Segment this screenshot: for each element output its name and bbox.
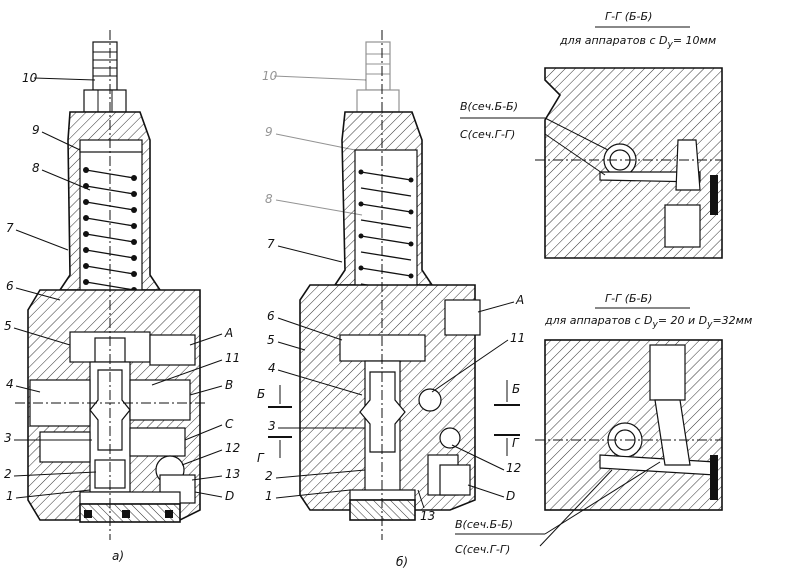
port-label-a-13: 13 xyxy=(225,467,240,481)
callout-b-1: 1 xyxy=(265,489,273,503)
callout-a-1: 1 xyxy=(6,489,14,503)
callout-b-10: 10 xyxy=(262,69,278,83)
view-b xyxy=(268,30,520,540)
port-label-b-12: 12 xyxy=(506,461,521,475)
port-label-a-A: A xyxy=(224,326,233,340)
view-a xyxy=(15,30,205,540)
callout-a-6: 6 xyxy=(6,279,14,293)
section-top-subtitle: для аппаратов с Dу= 10мм xyxy=(559,34,716,50)
section-label-g2: Г xyxy=(512,436,520,450)
port-label-a-12: 12 xyxy=(225,441,240,455)
section-label-g1: Г xyxy=(257,451,265,465)
caption-b: б) xyxy=(396,555,408,569)
section-top-fitting xyxy=(675,139,701,191)
callout-b-6: 6 xyxy=(267,309,275,323)
port-a xyxy=(149,334,196,366)
section-bottom-label-c: С(сеч.Г-Г) xyxy=(455,543,510,556)
view-b-faded-top xyxy=(356,41,400,113)
callout-b-8: 8 xyxy=(265,192,273,206)
adjusting-screw xyxy=(92,41,118,91)
port-label-b-13: 13 xyxy=(420,509,435,523)
section-label-b1: Б xyxy=(257,387,265,401)
port-label-a-B: B xyxy=(225,378,233,392)
port-label-b-11: 11 xyxy=(510,331,525,345)
callout-b-9: 9 xyxy=(265,125,273,139)
section-top-label-c: С(сеч.Г-Г) xyxy=(460,128,515,141)
section-top-title: Г-Г (Б-Б) xyxy=(605,10,652,23)
spring-plate xyxy=(79,139,143,153)
callout-a-10: 10 xyxy=(22,71,38,85)
port-a-b xyxy=(444,299,481,336)
section-top-plug xyxy=(664,204,701,248)
ball-12 xyxy=(439,427,461,449)
callout-a-3: 3 xyxy=(4,431,12,445)
callout-b-5: 5 xyxy=(267,333,275,347)
bottom-cover xyxy=(79,491,181,505)
section-top-channel xyxy=(599,171,701,183)
callout-a-8: 8 xyxy=(32,161,40,175)
port-d-b xyxy=(439,464,471,496)
callout-a-4: 4 xyxy=(6,377,14,391)
section-bottom-fitting xyxy=(649,344,686,401)
section-bottom-body xyxy=(544,339,723,511)
section-bottom-subtitle: для аппаратов с Dу= 20 и Dу=32мм xyxy=(544,314,752,330)
callout-b-4: 4 xyxy=(268,361,276,375)
port-label-b-D: D xyxy=(506,489,515,503)
port-label-b-A: A xyxy=(515,293,524,307)
callout-a-9: 9 xyxy=(32,123,40,137)
section-bottom-title: Г-Г (Б-Б) xyxy=(605,292,652,305)
callout-a-5: 5 xyxy=(4,319,12,333)
port-label-a-D: D xyxy=(225,489,234,503)
port-label-a-11: 11 xyxy=(225,351,240,365)
section-bottom: Г-Г (Б-Б) для аппаратов с Dу= 20 и Dу=32… xyxy=(455,292,752,556)
callout-b-7: 7 xyxy=(267,237,275,251)
callout-a-7: 7 xyxy=(6,221,14,235)
view-b-callouts: 10 9 8 7 6 5 4 3 2 1 A 11 12 D 13 Б Г Б xyxy=(257,69,525,569)
callout-b-2: 2 xyxy=(265,469,273,483)
chamber-3 xyxy=(39,431,91,463)
port-c xyxy=(129,427,186,457)
ball-11 xyxy=(418,388,442,412)
section-label-b2: Б xyxy=(512,382,520,396)
lock-nut xyxy=(83,89,127,113)
callout-b-3: 3 xyxy=(268,419,276,433)
port-b xyxy=(129,379,191,421)
section-top-label-b: В(сеч.Б-Б) xyxy=(460,100,518,113)
caption-a: а) xyxy=(112,549,124,563)
callout-a-2: 2 xyxy=(4,467,12,481)
section-bottom-label-b: В(сеч.Б-Б) xyxy=(455,518,513,531)
section-top: Г-Г (Б-Б) для аппаратов с Dу= 10мм В(сеч… xyxy=(460,10,723,259)
view-a-callouts: 10 9 8 7 6 5 4 3 2 1 A 11 B C 12 13 D а) xyxy=(4,71,240,563)
port-label-a-C: C xyxy=(225,417,234,431)
